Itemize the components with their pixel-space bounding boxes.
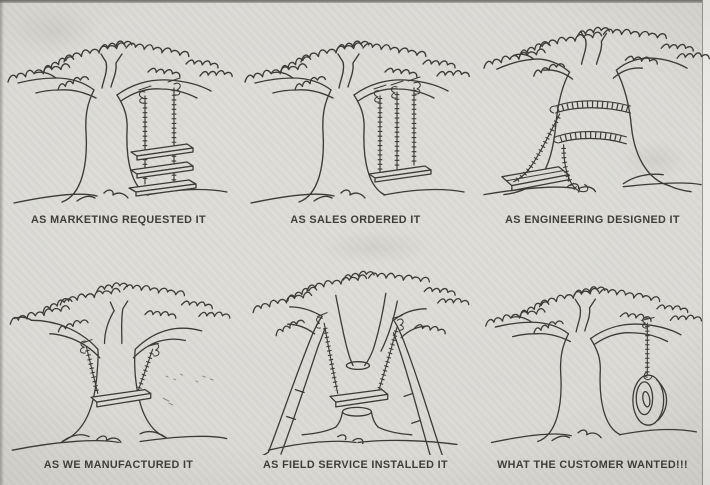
- caption-sales: AS SALES ORDERED IT: [290, 214, 421, 226]
- caption-field-service: AS FIELD SERVICE INSTALLED IT: [263, 459, 448, 471]
- scan-edge-left: [0, 0, 4, 485]
- scan-edge-right: [702, 0, 710, 485]
- panel-manufacturing: AS WE MANUFACTURED IT: [0, 243, 237, 485]
- engineering-swing-drawing: [474, 6, 710, 212]
- caption-marketing: AS MARKETING REQUESTED IT: [31, 214, 206, 226]
- customer-tire-swing-drawing: [474, 253, 710, 455]
- manufacturing-swing-drawing: [0, 253, 237, 455]
- panel-field-service: AS FIELD SERVICE INSTALLED IT: [237, 243, 474, 485]
- marketing-swing-drawing: [0, 6, 237, 212]
- caption-customer: WHAT THE CUSTOMER WANTED!!!: [497, 459, 688, 471]
- field-service-swing-drawing: [250, 266, 471, 455]
- panel-sales: AS SALES ORDERED IT: [237, 0, 474, 243]
- panel-customer: WHAT THE CUSTOMER WANTED!!!: [474, 243, 710, 485]
- panel-marketing: AS MARKETING REQUESTED IT: [0, 0, 237, 243]
- sales-swing-drawing: [237, 6, 474, 212]
- caption-engineering: AS ENGINEERING DESIGNED IT: [505, 214, 680, 226]
- caption-manufacturing: AS WE MANUFACTURED IT: [43, 459, 194, 471]
- scan-edge-top: [0, 0, 710, 3]
- panel-engineering: AS ENGINEERING DESIGNED IT: [474, 0, 710, 243]
